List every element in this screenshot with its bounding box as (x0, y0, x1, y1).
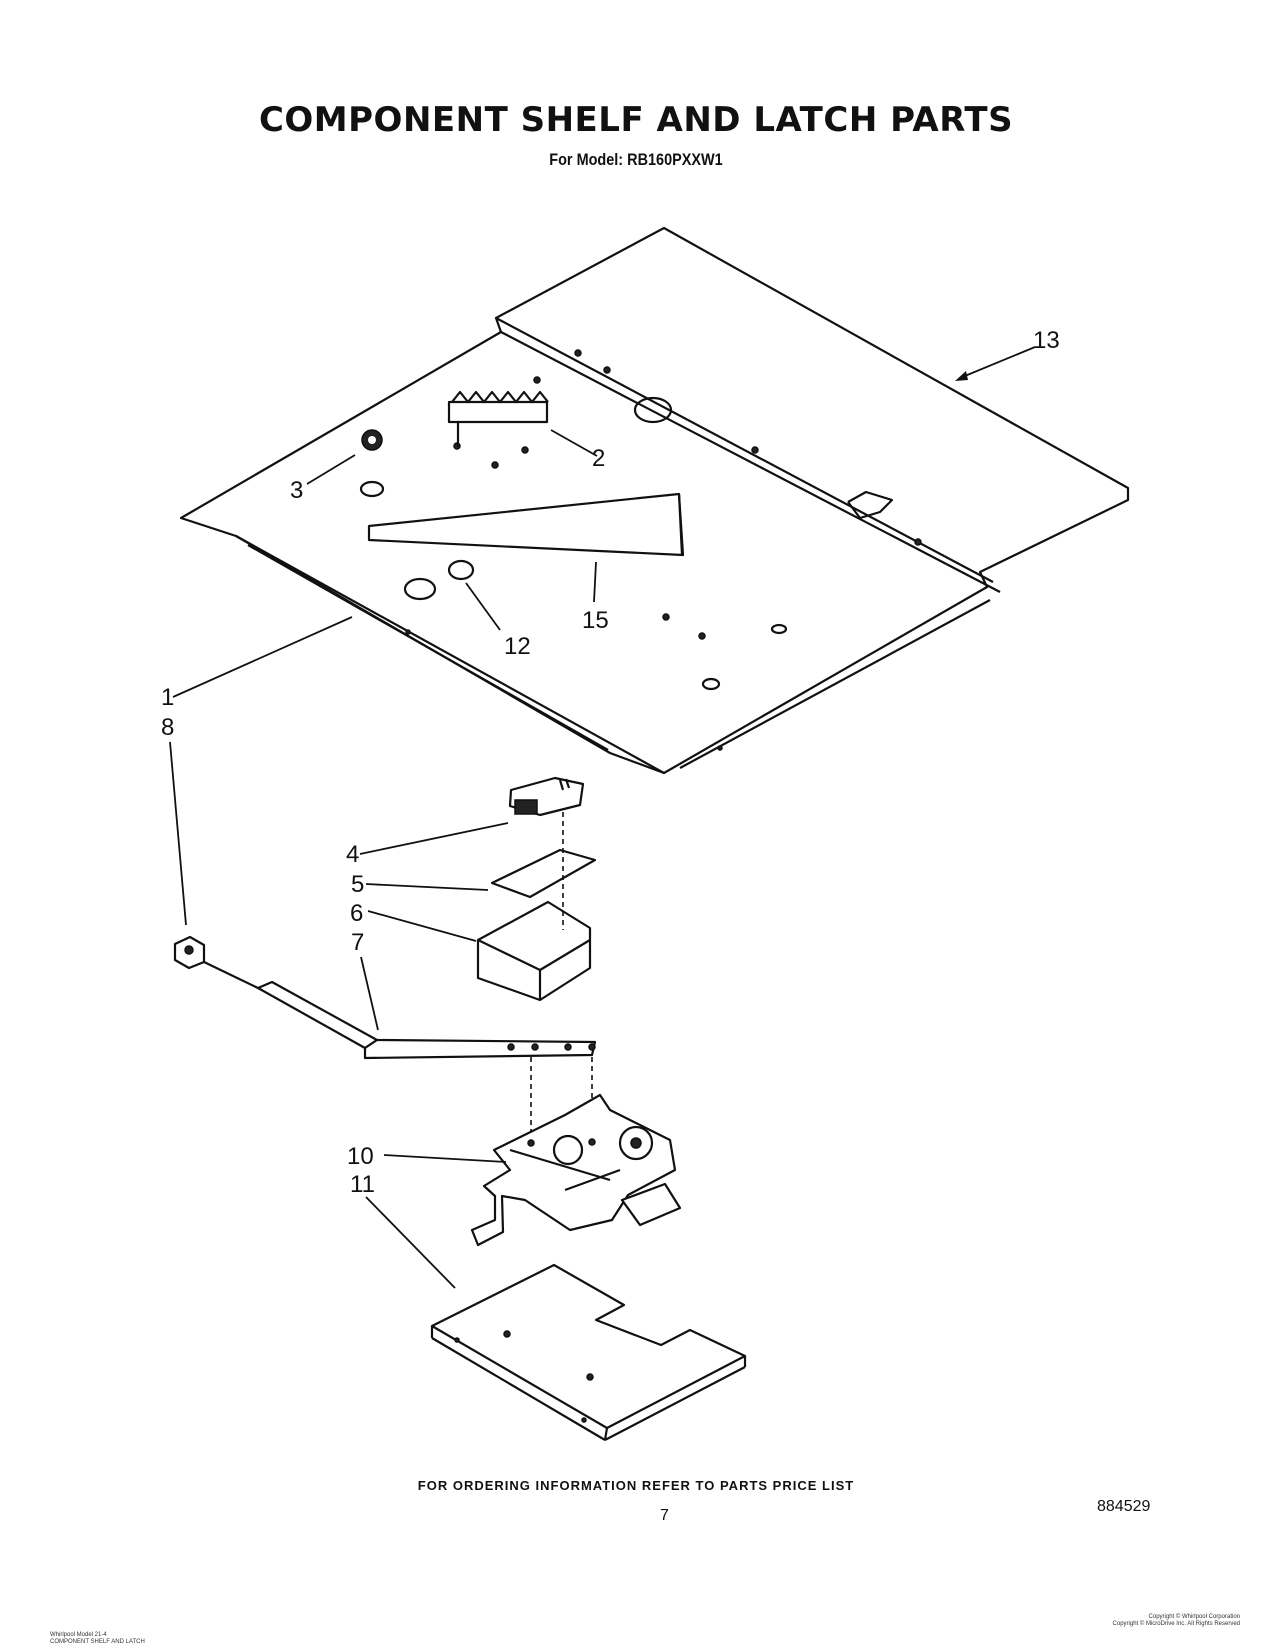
page-title: COMPONENT SHELF AND LATCH PARTS (258, 100, 1014, 140)
small-print-right-line: Copyright © MicroDrive Inc. All Rights R… (1112, 1621, 1240, 1627)
ordering-info-note: FOR ORDERING INFORMATION REFER TO PARTS … (417, 1478, 855, 1493)
callout-7: 7 (351, 929, 364, 956)
callout-12: 12 (504, 633, 531, 660)
latch-switch-assembly (476, 776, 597, 1002)
callout-15: 15 (582, 607, 609, 634)
small-print-right-line: Copyright © Whirlpool Corporation (1148, 1614, 1240, 1620)
model-subtitle: For Model: RB160PXXW1 (549, 150, 723, 169)
callout-13: 13 (1033, 327, 1060, 354)
callout-6: 6 (350, 900, 363, 927)
small-print-left-line: Whirlpool Model 21-4 (50, 1632, 107, 1638)
small-print-right: Copyright © Whirlpool Corporation Copyri… (1113, 1614, 1240, 1628)
latch-stop-part (173, 935, 206, 970)
callout-5: 5 (351, 871, 364, 898)
callout-10: 10 (347, 1143, 374, 1170)
callout-1: 1 (161, 684, 174, 711)
page-number: 7 (660, 1507, 669, 1524)
diagram-number: 884529 (1097, 1498, 1151, 1515)
component-shelf (179, 226, 1130, 775)
latch-mechanism (470, 1093, 682, 1247)
latch-link-rod (203, 961, 597, 1140)
callout-11: 11 (350, 1171, 375, 1198)
callout-3: 3 (290, 477, 303, 504)
callout-8: 8 (161, 714, 174, 741)
callout-2: 2 (592, 445, 605, 472)
small-print-left-line: COMPONENT SHELF AND LATCH (50, 1639, 145, 1645)
small-print-left: Whirlpool Model 21-4 COMPONENT SHELF AND… (50, 1632, 145, 1646)
callout-4: 4 (346, 841, 359, 868)
latch-cover-plate (430, 1263, 747, 1441)
